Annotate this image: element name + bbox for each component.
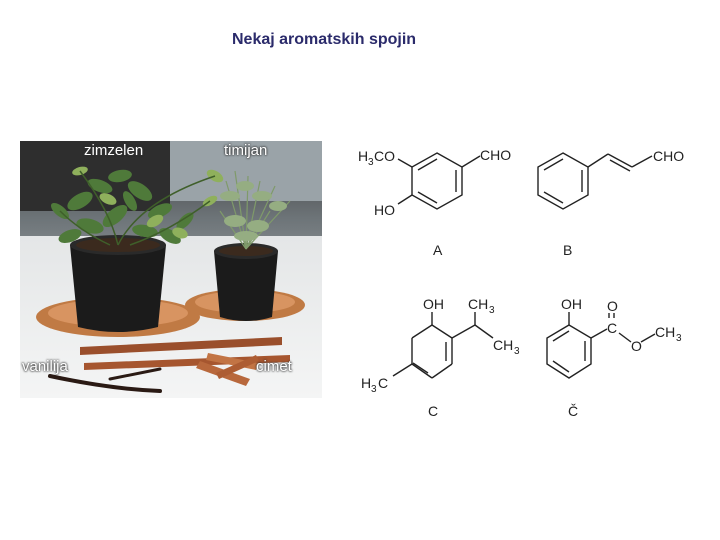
c-ch-right-sub: 3 (514, 346, 520, 357)
cinnamon-sticks (80, 337, 290, 386)
label-cimet: cimet (256, 358, 292, 375)
cc-hydroxy: OH (561, 296, 582, 312)
label-vanilija: vanilija (22, 358, 68, 375)
page-title: Nekaj aromatskih spojin (232, 31, 417, 48)
label-c-caron: Č (568, 403, 579, 419)
c-ch-top-sub: 3 (489, 305, 495, 316)
structure-a: H 3 CO CHO HO (358, 147, 511, 218)
cc-o-ester: O (631, 338, 642, 354)
thyme-leaves (220, 181, 287, 241)
c-ch-top: CH (468, 296, 488, 312)
b-aldehyde: CHO (653, 148, 684, 164)
c-ring-h: H (361, 375, 371, 391)
label-b: B (563, 242, 573, 258)
pot-left (70, 245, 166, 332)
c-ring-c: C (378, 375, 388, 391)
cc-ch-sub: 3 (676, 333, 682, 344)
cc-o-top: O (607, 298, 618, 314)
cc-ch: CH (655, 324, 675, 340)
a-aldehyde: CHO (480, 147, 511, 163)
pot-right-soil (219, 246, 273, 256)
structure-c: OH CH 3 CH 3 H 3 C (361, 296, 520, 395)
structure-c-caron: OH O C O CH 3 (546, 296, 682, 379)
photo-wall-light (170, 141, 322, 201)
a-hydroxy: HO (374, 202, 395, 218)
c-ring-sub: 3 (371, 384, 377, 395)
structure-b: CHO (537, 148, 684, 210)
vanilla-pods (48, 367, 162, 393)
a-methoxy-co: CO (374, 148, 395, 164)
a-methoxy-sub: 3 (368, 157, 374, 168)
label-timijan: timijan (224, 142, 268, 159)
periwinkle-stems (59, 170, 216, 246)
label-zimzelen: zimzelen (84, 142, 144, 159)
pot-right (214, 251, 278, 321)
plants-photo (20, 141, 322, 398)
c-ch-right: CH (493, 337, 513, 353)
label-a: A (433, 242, 443, 258)
a-methoxy-h: H (358, 148, 368, 164)
label-c: C (428, 403, 439, 419)
cc-c: C (607, 320, 617, 336)
c-hydroxy: OH (423, 296, 444, 312)
